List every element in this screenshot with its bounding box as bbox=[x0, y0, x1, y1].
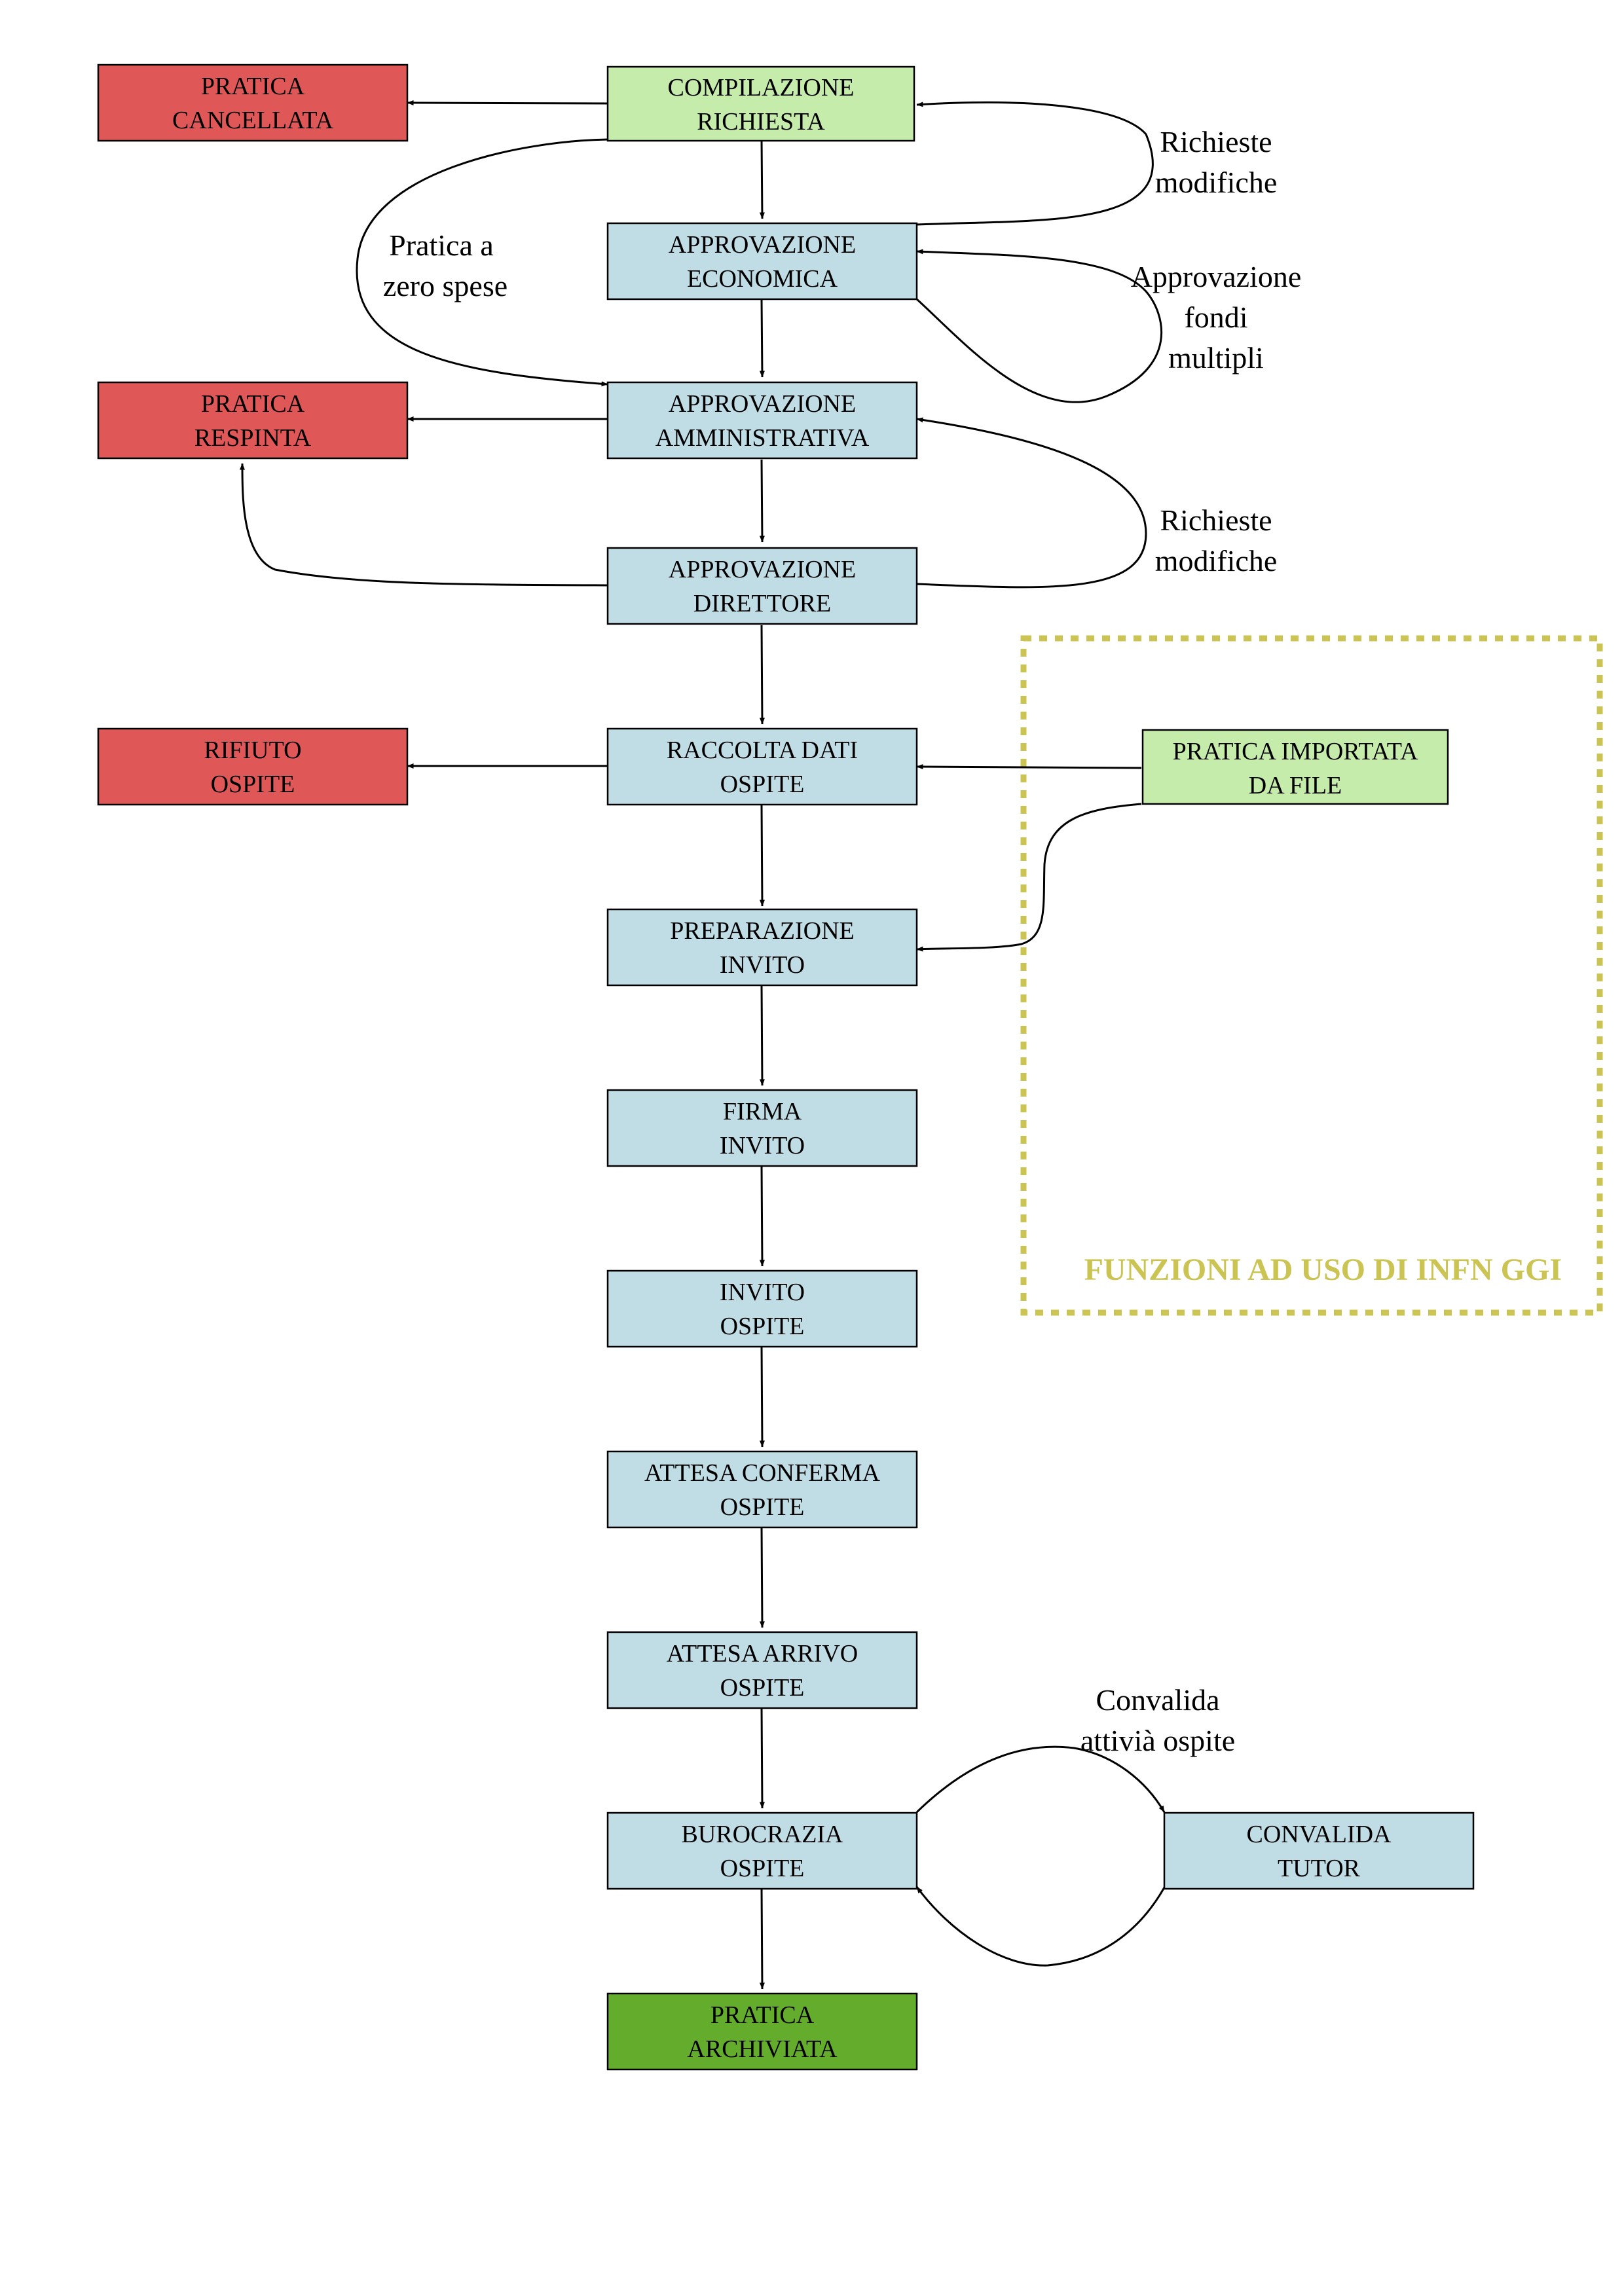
node-firma-invito: FIRMA INVITO bbox=[606, 1089, 918, 1167]
svg-text:ATTESA ARRIVO: ATTESA ARRIVO bbox=[667, 1640, 858, 1667]
edge-approvazione-fondi-multipli-loop bbox=[915, 249, 1163, 403]
svg-text:OSPITE: OSPITE bbox=[720, 1313, 805, 1340]
svg-text:RICHIESTA: RICHIESTA bbox=[697, 108, 825, 136]
svg-text:Pratica a: Pratica a bbox=[389, 228, 494, 262]
svg-text:DA FILE: DA FILE bbox=[1249, 772, 1342, 799]
edge-direttore-to-respinta bbox=[240, 463, 608, 587]
svg-text:BUROCRAZIA: BUROCRAZIA bbox=[681, 1821, 843, 1848]
svg-text:INVITO: INVITO bbox=[720, 951, 805, 979]
node-preparazione-invito: PREPARAZIONE INVITO bbox=[606, 908, 918, 987]
svg-text:FIRMA: FIRMA bbox=[723, 1098, 802, 1125]
svg-text:fondi: fondi bbox=[1184, 301, 1247, 334]
edge-pratica-zero-spese bbox=[356, 138, 608, 387]
svg-text:PRATICA IMPORTATA: PRATICA IMPORTATA bbox=[1173, 738, 1418, 765]
svg-text:TUTOR: TUTOR bbox=[1278, 1855, 1361, 1882]
svg-text:Richieste: Richieste bbox=[1160, 125, 1272, 158]
svg-text:RIFIUTO: RIFIUTO bbox=[204, 737, 301, 764]
label-approvazione-fondi-multipli: Approvazione fondi multipli bbox=[1131, 260, 1302, 374]
svg-text:APPROVAZIONE: APPROVAZIONE bbox=[669, 390, 856, 418]
label-richieste-modifiche-1: Richieste modifiche bbox=[1155, 125, 1278, 199]
infn-ggi-region-label: FUNZIONI AD USO DI INFN GGI bbox=[1084, 1252, 1562, 1287]
svg-text:RESPINTA: RESPINTA bbox=[194, 424, 312, 452]
infn-ggi-region bbox=[1020, 635, 1603, 1316]
node-approvazione-amministrativa: APPROVAZIONE AMMINISTRATIVA bbox=[606, 381, 918, 460]
svg-text:OSPITE: OSPITE bbox=[720, 771, 805, 798]
svg-text:modifiche: modifiche bbox=[1155, 166, 1278, 199]
svg-text:attivià ospite: attivià ospite bbox=[1080, 1724, 1235, 1757]
svg-text:OSPITE: OSPITE bbox=[211, 771, 295, 798]
node-attesa-arrivo-ospite: ATTESA ARRIVO OSPITE bbox=[606, 1631, 918, 1709]
svg-text:Richieste: Richieste bbox=[1160, 503, 1272, 537]
edge-richieste-modifiche-loop-1 bbox=[916, 101, 1154, 226]
svg-text:PRATICA: PRATICA bbox=[201, 73, 305, 100]
svg-text:CONVALIDA: CONVALIDA bbox=[1247, 1821, 1392, 1848]
svg-text:PRATICA: PRATICA bbox=[710, 2001, 815, 2029]
svg-text:PRATICA: PRATICA bbox=[201, 390, 305, 418]
node-pratica-respinta: PRATICA RESPINTA bbox=[97, 381, 409, 460]
label-convalida-attivita-ospite: Convalida attivià ospite bbox=[1080, 1683, 1235, 1757]
node-convalida-tutor: CONVALIDA TUTOR bbox=[1163, 1812, 1475, 1890]
svg-text:OSPITE: OSPITE bbox=[720, 1855, 805, 1882]
node-attesa-conferma-ospite: ATTESA CONFERMA OSPITE bbox=[606, 1450, 918, 1529]
node-pratica-importata-da-file: PRATICA IMPORTATA DA FILE bbox=[1141, 729, 1449, 805]
svg-text:ARCHIVIATA: ARCHIVIATA bbox=[687, 2035, 838, 2063]
svg-text:CANCELLATA: CANCELLATA bbox=[172, 107, 334, 134]
svg-text:multipli: multipli bbox=[1168, 341, 1264, 374]
node-rifiuto-ospite: RIFIUTO OSPITE bbox=[97, 727, 409, 806]
edge-burocrazia-to-convalida bbox=[915, 1745, 1166, 1813]
node-compilazione-richiesta: COMPILAZIONE RICHIESTA bbox=[606, 65, 915, 142]
svg-text:OSPITE: OSPITE bbox=[720, 1674, 805, 1702]
svg-text:INVITO: INVITO bbox=[720, 1279, 805, 1306]
edges bbox=[240, 100, 1166, 1990]
edge-importata-to-preparazione bbox=[916, 803, 1142, 952]
svg-text:OSPITE: OSPITE bbox=[720, 1493, 805, 1521]
svg-text:ECONOMICA: ECONOMICA bbox=[687, 265, 838, 293]
label-pratica-zero-spese: Pratica a zero spese bbox=[383, 228, 507, 302]
node-pratica-cancellata: PRATICA CANCELLATA bbox=[97, 64, 409, 142]
svg-text:modifiche: modifiche bbox=[1155, 544, 1278, 577]
edge-importata-to-raccolta bbox=[916, 764, 1142, 770]
svg-text:Convalida: Convalida bbox=[1096, 1683, 1219, 1717]
node-burocrazia-ospite: BUROCRAZIA OSPITE bbox=[606, 1812, 918, 1890]
edge-convalida-to-burocrazia bbox=[915, 1886, 1166, 1967]
edge-richieste-modifiche-loop-2 bbox=[916, 417, 1147, 589]
node-invito-ospite: INVITO OSPITE bbox=[606, 1269, 918, 1348]
svg-text:PREPARAZIONE: PREPARAZIONE bbox=[670, 917, 855, 945]
node-raccolta-dati-ospite: RACCOLTA DATI OSPITE bbox=[606, 727, 918, 806]
svg-text:COMPILAZIONE: COMPILAZIONE bbox=[668, 74, 855, 101]
node-approvazione-direttore: APPROVAZIONE DIRETTORE bbox=[606, 547, 918, 625]
svg-text:RACCOLTA DATI: RACCOLTA DATI bbox=[667, 737, 858, 764]
svg-text:APPROVAZIONE: APPROVAZIONE bbox=[669, 231, 856, 259]
svg-text:INVITO: INVITO bbox=[720, 1132, 805, 1159]
svg-text:zero spese: zero spese bbox=[383, 269, 507, 302]
node-approvazione-economica: APPROVAZIONE ECONOMICA bbox=[606, 222, 918, 301]
label-richieste-modifiche-2: Richieste modifiche bbox=[1155, 503, 1278, 577]
node-pratica-archiviata: PRATICA ARCHIVIATA bbox=[606, 1992, 918, 2071]
svg-text:Approvazione: Approvazione bbox=[1131, 260, 1302, 293]
svg-text:AMMINISTRATIVA: AMMINISTRATIVA bbox=[655, 424, 870, 452]
svg-text:ATTESA CONFERMA: ATTESA CONFERMA bbox=[644, 1459, 881, 1487]
svg-text:APPROVAZIONE: APPROVAZIONE bbox=[669, 556, 856, 583]
svg-text:DIRETTORE: DIRETTORE bbox=[693, 590, 831, 617]
